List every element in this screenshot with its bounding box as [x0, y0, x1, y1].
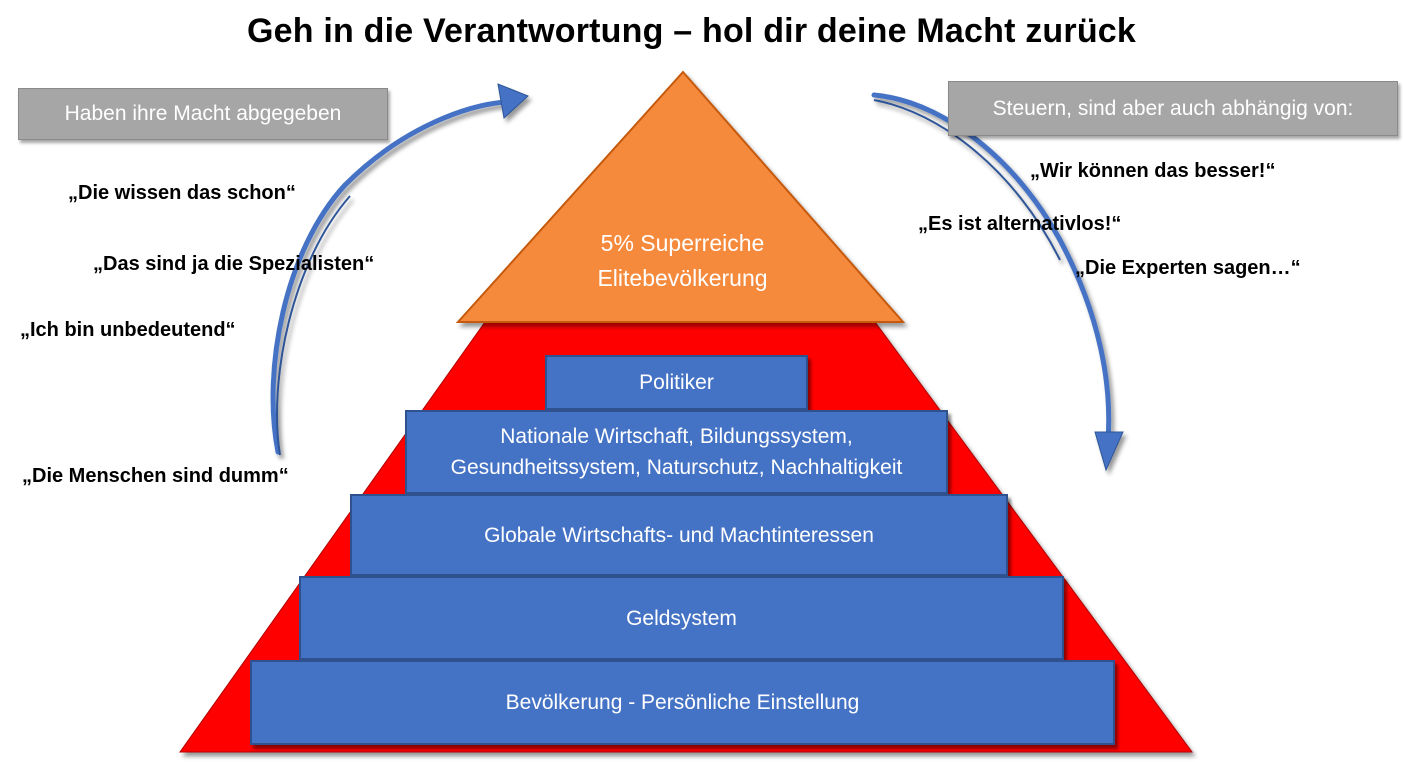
tier-national-line2: Gesundheitssystem, Naturschutz, Nachhalt… [450, 456, 903, 479]
tier-geldsystem-label: Geldsystem [626, 606, 737, 630]
tier-bevoelkerung-label: Bevölkerung - Persönliche Einstellung [505, 691, 860, 714]
right-quote-2: „Es ist alternativlos!“ [918, 213, 1122, 235]
diagram-title: Geh in die Verantwortung – hol dir deine… [246, 12, 1137, 50]
tier-geldsystem: Geldsystem [299, 576, 1064, 660]
tier-national-line1: Nationale Wirtschaft, Bildungssystem, [500, 425, 853, 448]
right-quote-1: „Wir können das besser!“ [1030, 160, 1276, 182]
apex-label-line1: 5% Superreiche [600, 230, 765, 256]
tier-global: Globale Wirtschafts- und Machtinteressen [350, 494, 1008, 576]
left-quote-3: „Ich bin unbedeutend“ [20, 319, 236, 341]
left-quote-1: „Die wissen das schon“ [68, 182, 296, 204]
tier-politiker-label: Politiker [639, 371, 714, 394]
apex-label-line2: Elitebevölkerung [597, 265, 768, 291]
tier-global-label: Globale Wirtschafts- und Machtinteressen [484, 523, 874, 547]
right-label-box: Steuern, sind aber auch abhängig von: [948, 81, 1398, 136]
right-curved-arrow [871, 92, 1124, 472]
right-quote-3: „Die Experten sagen…“ [1075, 257, 1301, 279]
left-quote-4: „Die Menschen sind dumm“ [22, 465, 289, 487]
tier-national: Nationale Wirtschaft, Bildungssystem, Ge… [405, 410, 948, 494]
left-label-box: Haben ihre Macht abgegeben [18, 88, 388, 140]
pyramid-apex [455, 70, 906, 323]
tier-politiker: Politiker [545, 355, 808, 410]
apex-label: 5% Superreiche Elitebevölkerung [520, 226, 845, 296]
tier-bevoelkerung: Bevölkerung - Persönliche Einstellung [250, 660, 1115, 745]
left-curved-arrow [270, 83, 529, 456]
left-quote-2: „Das sind ja die Spezialisten“ [93, 253, 375, 275]
